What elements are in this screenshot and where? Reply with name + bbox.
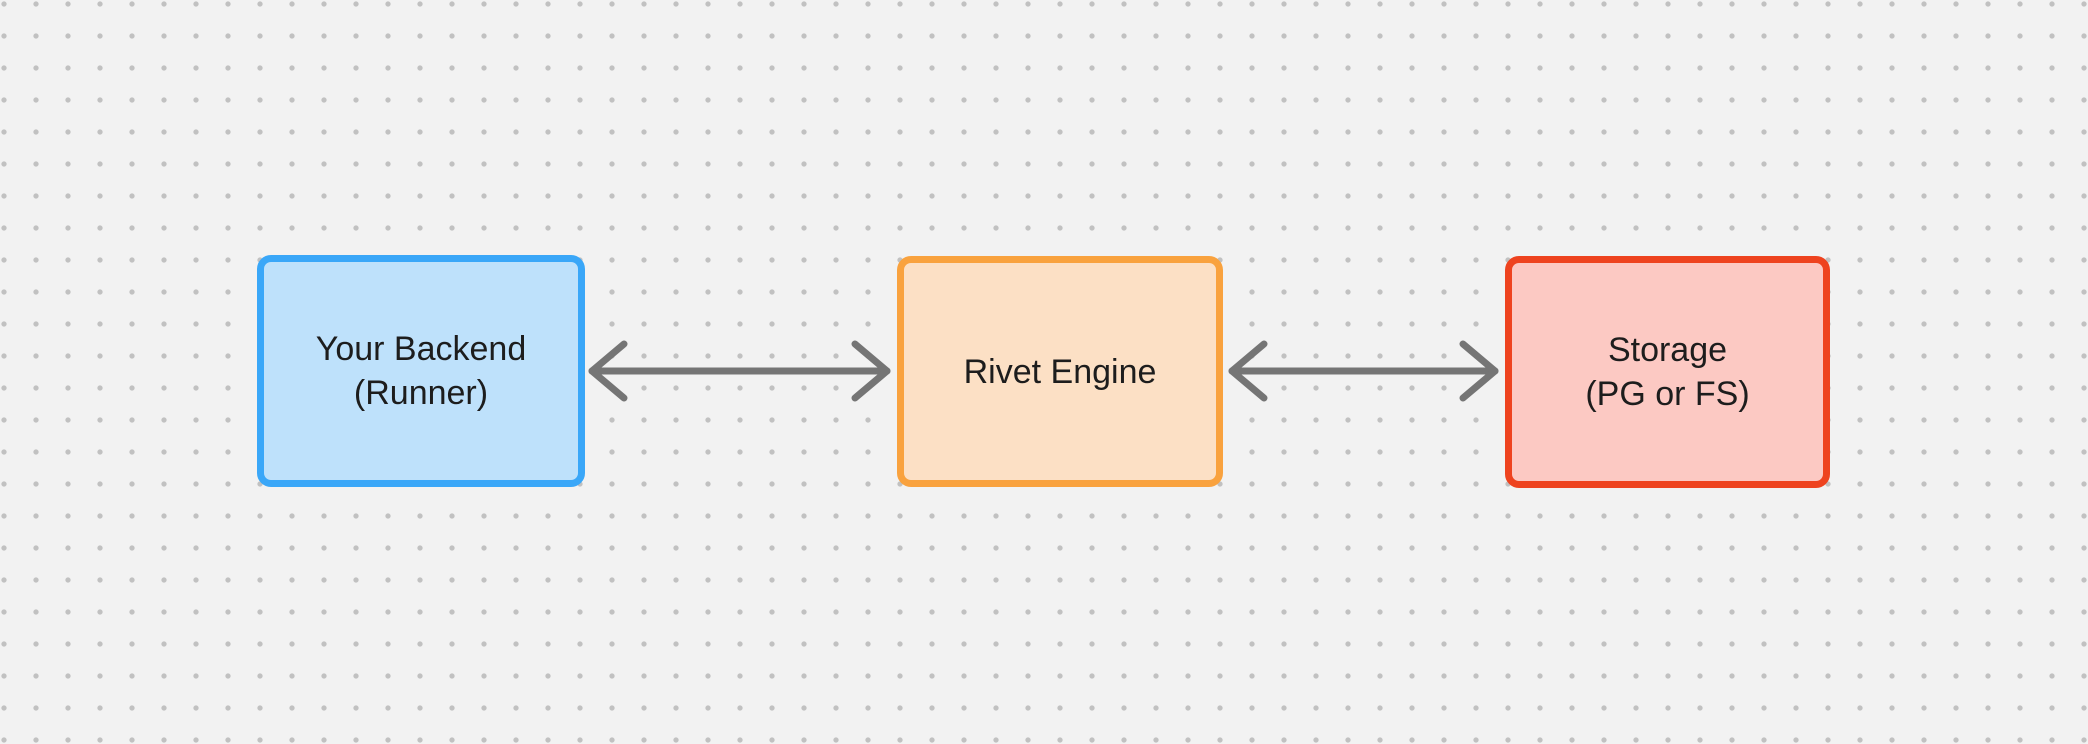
node-your-backend[interactable]: Your Backend (Runner) [257,255,585,487]
node-label-line: (PG or FS) [1585,375,1750,413]
node-label-line: Storage [1607,331,1728,369]
arrowhead-left [1228,340,1268,402]
arrowhead-right [851,340,891,402]
node-your-backend-label: Your Backend (Runner) [316,327,526,415]
node-label-line: Your Backend [315,330,527,368]
node-label-line: Rivet Engine [963,352,1157,391]
node-storage-label: Storage (PG or FS) [1585,328,1749,416]
node-rivet-engine[interactable]: Rivet Engine [897,256,1223,487]
node-label-line: (Runner) [353,374,489,412]
node-storage[interactable]: Storage (PG or FS) [1505,256,1830,488]
arrow-backend-engine[interactable] [584,334,896,408]
arrowhead-right [1459,340,1499,402]
node-rivet-engine-label: Rivet Engine [964,350,1157,394]
arrow-engine-storage[interactable] [1224,334,1504,408]
arrowhead-left [588,340,628,402]
